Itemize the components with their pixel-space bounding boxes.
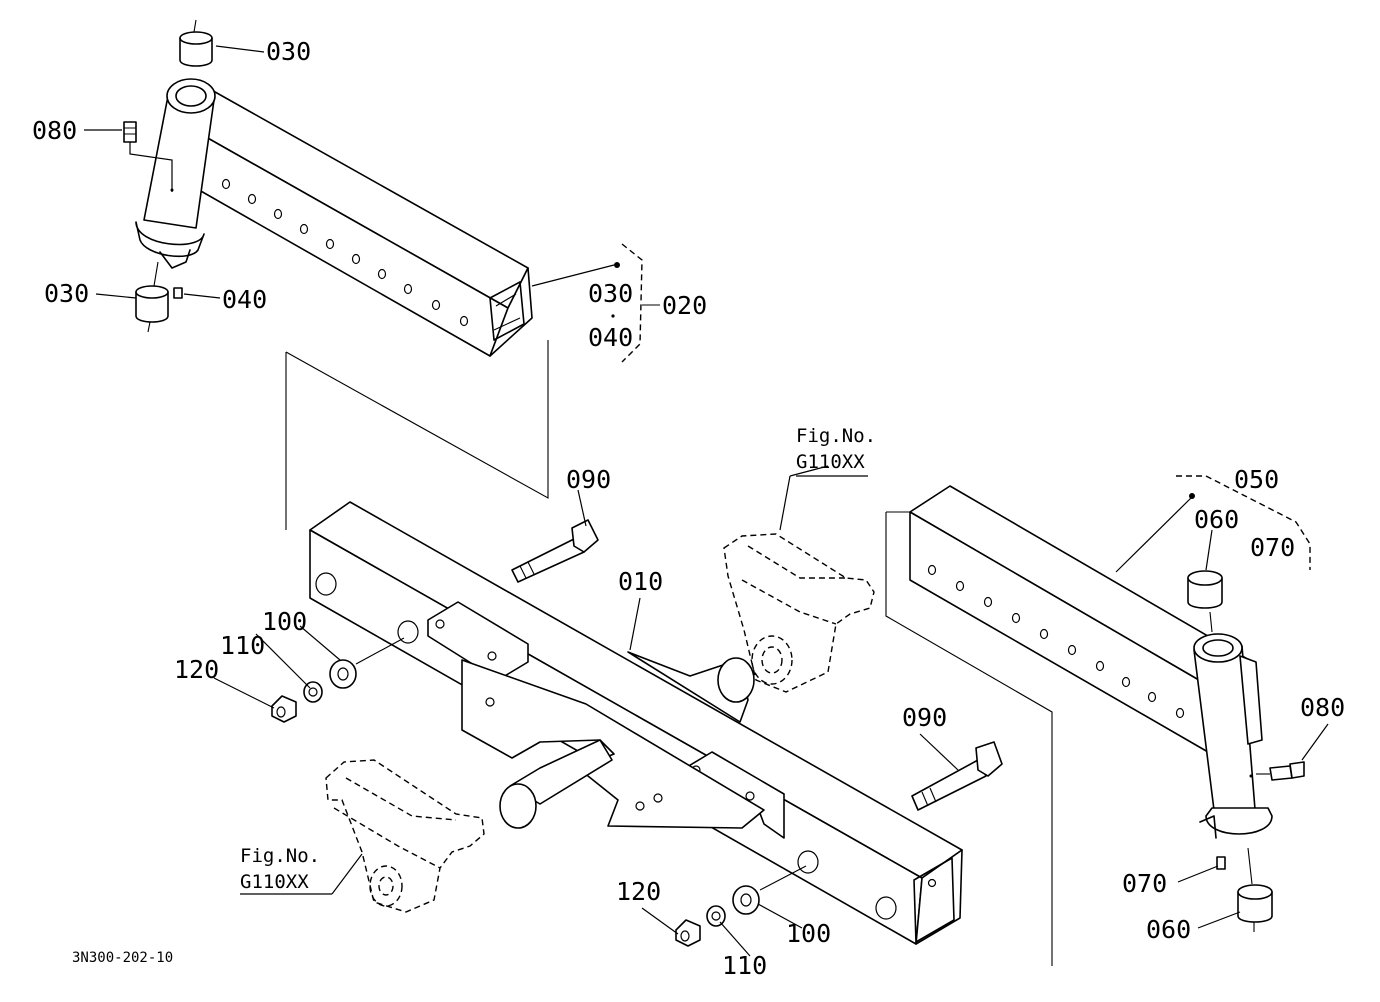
right-arm-assembly [909,485,1305,932]
label-120-left: 120 [174,655,219,684]
fig-ref-lower-code: G110XX [240,871,309,893]
main-frame-010 [309,501,963,945]
label-030-top: 030 [266,37,311,66]
leader-lines [84,45,1329,957]
label-080-right: 080 [1300,693,1345,722]
label-050: 050 [1234,465,1279,494]
label-030-left: 030 [44,279,89,308]
label-040-left: 040 [222,285,267,314]
bushing-030-lower [135,261,169,333]
right-arm-holes [927,564,1185,719]
label-060-top: 060 [1194,505,1239,534]
washer-100-bottom [732,885,760,915]
label-110-left: 110 [220,631,265,660]
bushing-030-top [179,19,213,67]
bushing-060-bottom [1237,847,1273,932]
fig-ref-upper-code: G110XX [796,451,865,473]
projection-right-1 [885,511,1053,966]
bolt-090-top [511,519,599,583]
label-110-bottom: 110 [722,951,767,980]
washer-110-bottom [706,905,726,927]
nut-120-left [271,695,297,723]
label-010: 010 [618,567,663,596]
label-020: 020 [662,291,707,320]
nut-120-bottom [675,919,701,947]
bracket-050 [1176,475,1311,570]
label-120-bottom: 120 [616,877,661,906]
fig-ref-lower-title: Fig.No. [240,845,320,867]
projection-left-1 [285,340,549,530]
label-080-left: 080 [32,116,77,145]
nipple-070 [1216,856,1226,870]
label-070-bottom: 070 [1122,869,1167,898]
grease-fitting-080-right [1256,761,1305,781]
bracket-lower-dashed [325,759,485,913]
label-060-bottom: 060 [1146,915,1191,944]
label-100-bottom: 100 [786,919,831,948]
arm-holes [221,178,469,327]
label-100-left: 100 [262,607,307,636]
left-arm-assembly [123,19,533,357]
bolt-090-right [911,741,1003,811]
label-070-bracket: 070 [1250,533,1295,562]
washer-100-left [329,659,357,689]
bracket-020 [621,243,643,363]
bracket-upper-dashed [723,533,875,693]
bushing-060-top [1187,570,1223,633]
drawing-code: 3N300-202-10 [72,950,173,966]
label-090-top: 090 [566,465,611,494]
label-090-right: 090 [902,703,947,732]
fig-ref-upper-title: Fig.No. [796,425,876,447]
grease-fitting-080 [123,121,173,192]
nipple-040 [173,287,183,299]
label-030-bracket: 030 [588,279,633,308]
label-040-bracket: 040 [588,323,633,352]
